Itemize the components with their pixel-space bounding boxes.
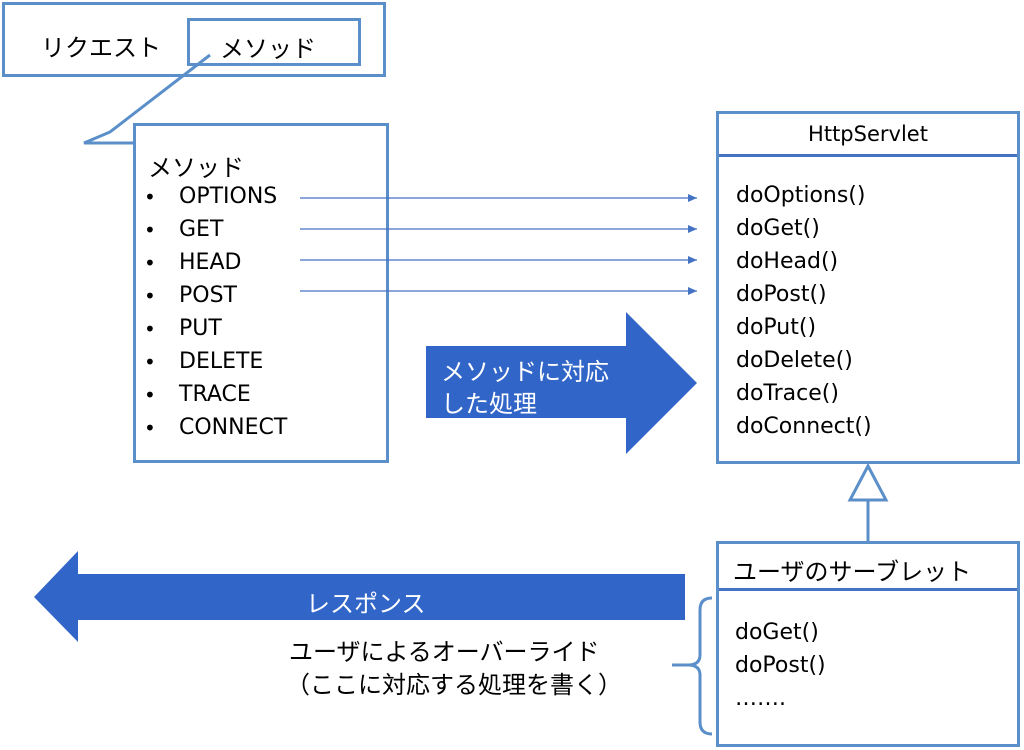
method-item-trace: TRACE [179,382,251,407]
big-right-arrow [426,312,697,454]
user-servlet-divider [719,588,1017,591]
method-item-post: POST [179,283,237,308]
httpservlet-divider [719,154,1017,157]
httpservlet-method: doHead() [736,249,839,274]
methods-box: メソッド [133,123,389,463]
method-bullet: • [144,284,156,308]
user-servlet-method: doGet() [735,620,819,645]
method-item-delete: DELETE [179,349,264,374]
user-servlet-box: ユーザのサーブレット [716,541,1020,747]
response-arrow [34,551,685,642]
user-servlet-title: ユーザのサーブレット [733,558,972,586]
override-note-line1: ユーザによるオーバーライド [289,638,600,666]
httpservlet-box: HttpServlet [716,111,1020,464]
override-note-line2: （ここに対応する処理を書く） [286,671,622,699]
big-arrow-line1: メソッドに対応 [441,358,609,386]
method-bullet: • [144,416,156,440]
method-item-connect: CONNECT [179,415,288,440]
httpservlet-method: doOptions() [736,183,866,208]
httpservlet-method: doPut() [736,315,817,340]
methods-title: メソッド [148,154,244,182]
method-bullet: • [144,218,156,242]
method-bullet: • [144,383,156,407]
httpservlet-title: HttpServlet [808,122,928,146]
method-bullet: • [144,317,156,341]
method-item-head: HEAD [179,250,242,275]
httpservlet-method: doPost() [736,282,827,307]
user-servlet-method: ……. [735,686,786,711]
method-bullet: • [144,185,156,209]
method-item-get: GET [179,217,224,242]
request-label: リクエスト [41,34,161,62]
httpservlet-method: doConnect() [736,414,872,439]
request-method-label: メソッド [220,35,316,63]
callout-line [83,53,211,145]
inheritance-arrowhead [847,462,889,502]
method-bullet: • [144,251,156,275]
request-method-box: メソッド [187,18,361,66]
response-label: レスポンス [306,590,426,618]
big-arrow-line2: した処理 [441,390,537,418]
method-item-put: PUT [179,316,222,341]
httpservlet-method: doTrace() [736,381,839,406]
method-bullet: • [144,350,156,374]
httpservlet-method: doDelete() [736,348,853,373]
method-item-options: OPTIONS [179,184,278,209]
httpservlet-method: doGet() [736,216,820,241]
override-bracket [687,596,713,736]
user-servlet-method: doPost() [735,653,826,678]
